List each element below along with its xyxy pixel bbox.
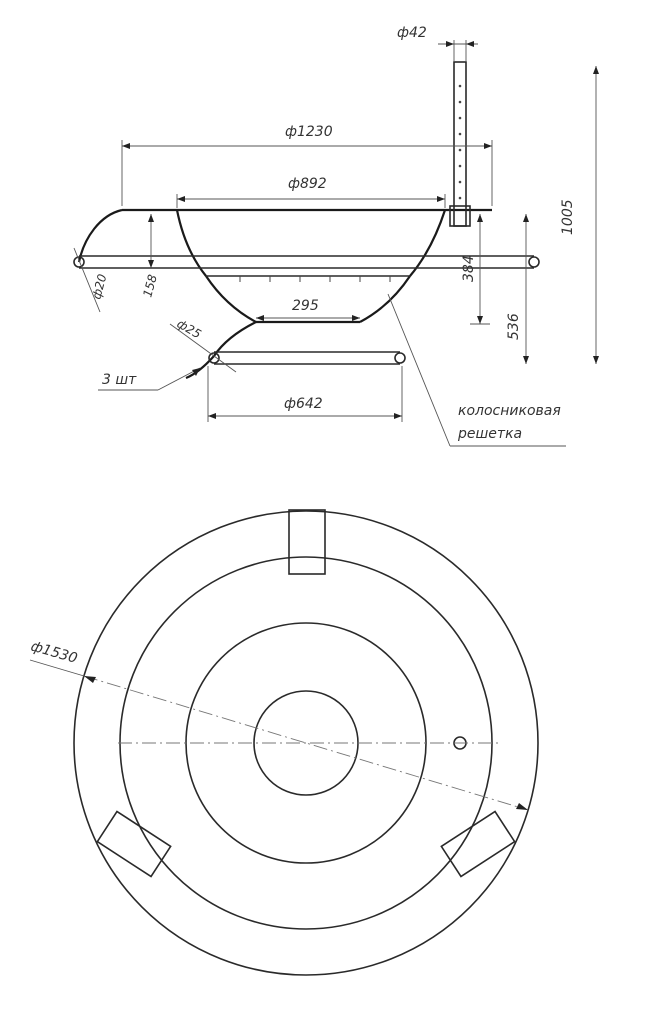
dim-small-label: ф20 — [89, 272, 109, 301]
dim-158-label: 158 — [140, 273, 160, 299]
callout-qty-leader — [157, 367, 201, 391]
callout-qty-label: 3 шт — [102, 372, 137, 388]
dim-top-inner-label: ф892 — [288, 176, 327, 192]
handle-block-left — [96, 810, 172, 878]
dim-stand-label: ф642 — [284, 396, 323, 412]
handle-end-right — [528, 256, 540, 268]
dim-small-leader — [73, 247, 101, 313]
grate-ticks — [239, 276, 391, 282]
pipe-holes — [458, 84, 462, 200]
top-view: ф1530 — [29, 509, 539, 976]
bowl-wall-upper-right — [409, 209, 447, 277]
dimension-arrows — [122, 41, 599, 419]
bowl-wall-upper-left — [175, 209, 207, 277]
dim-total-height-label: 1005 — [560, 199, 576, 235]
dim-rod-leader — [169, 323, 237, 373]
outer-circle — [73, 510, 539, 976]
stand-rod-end-left — [208, 352, 220, 364]
callout-grate-leader — [387, 293, 451, 447]
dim-outer-arrow-left — [84, 676, 96, 683]
stand-leg-left — [213, 321, 257, 357]
side-view: ф42 ф1230 ф892 295 ф642 1005 384 536 158 — [73, 25, 599, 447]
callout-grate-line1: колосниковая — [458, 403, 561, 419]
stand-leg-foot — [185, 355, 215, 380]
bowl-wall-lower-right — [359, 275, 411, 323]
dim-outer-leader — [29, 659, 85, 677]
pipe-base — [449, 205, 471, 227]
dim-depth-label: 384 — [461, 255, 477, 282]
dim-stand-height-label: 536 — [506, 313, 522, 340]
dim-top-outer-label: ф1230 — [285, 124, 333, 140]
handle-block-top — [288, 509, 326, 575]
dim-outer-label: ф1530 — [29, 638, 79, 667]
callout-grate-line2: решетка — [457, 426, 522, 442]
dim-outer-arrow-right — [516, 803, 528, 810]
dim-bottom-label: 295 — [292, 298, 319, 314]
handle-end-left — [73, 256, 85, 268]
dim-pipe-label: ф42 — [397, 25, 427, 41]
outer-arc-left — [77, 208, 123, 263]
dim-outer-line — [83, 675, 529, 811]
bowl-wall-lower-left — [205, 275, 257, 323]
stand-rod-end-right — [394, 352, 406, 364]
handle-block-right — [440, 810, 516, 878]
